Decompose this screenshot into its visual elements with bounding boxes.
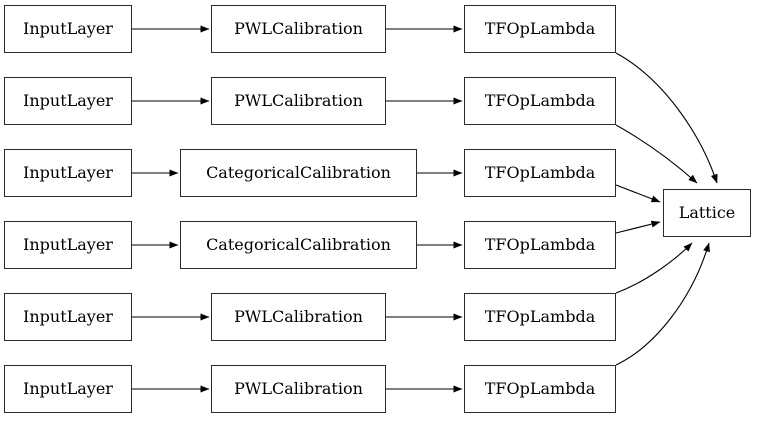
node-label: TFOpLambda — [484, 235, 596, 254]
node-input-layer-4[interactable]: InputLayer — [4, 221, 132, 269]
node-input-layer-2[interactable]: InputLayer — [4, 77, 132, 125]
node-input-layer-3[interactable]: InputLayer — [4, 149, 132, 197]
node-label: PWLCalibration — [234, 19, 363, 38]
node-label: TFOpLambda — [484, 379, 596, 398]
node-lattice[interactable]: Lattice — [663, 189, 751, 237]
node-label: InputLayer — [23, 379, 113, 398]
node-tfoplambda-3[interactable]: TFOpLambda — [464, 149, 616, 197]
node-label: InputLayer — [23, 235, 113, 254]
edge-lambda-2-to-lattice — [615, 124, 698, 184]
node-pwl-calibration-3[interactable]: PWLCalibration — [211, 293, 386, 341]
node-tfoplambda-4[interactable]: TFOpLambda — [464, 221, 616, 269]
node-label: InputLayer — [23, 163, 113, 182]
node-pwl-calibration-1[interactable]: PWLCalibration — [211, 5, 386, 53]
node-pwl-calibration-2[interactable]: PWLCalibration — [211, 77, 386, 125]
node-label: TFOpLambda — [484, 19, 596, 38]
node-label: PWLCalibration — [234, 91, 363, 110]
node-tfoplambda-1[interactable]: TFOpLambda — [464, 5, 616, 53]
node-categorical-calibration-1[interactable]: CategoricalCalibration — [180, 149, 417, 197]
edge-lambda-6-to-lattice — [615, 242, 710, 366]
node-tfoplambda-5[interactable]: TFOpLambda — [464, 293, 616, 341]
node-input-layer-6[interactable]: InputLayer — [4, 365, 132, 413]
edge-lambda-4-to-lattice — [615, 220, 661, 234]
node-label: InputLayer — [23, 307, 113, 326]
edge-lambda-1-to-lattice — [615, 52, 718, 184]
node-label: CategoricalCalibration — [206, 235, 391, 254]
node-label: Lattice — [678, 203, 736, 222]
edge-lambda-5-to-lattice — [615, 242, 693, 294]
node-tfoplambda-2[interactable]: TFOpLambda — [464, 77, 616, 125]
node-categorical-calibration-2[interactable]: CategoricalCalibration — [180, 221, 417, 269]
node-label: TFOpLambda — [484, 163, 596, 182]
node-label: CategoricalCalibration — [206, 163, 391, 182]
node-input-layer-5[interactable]: InputLayer — [4, 293, 132, 341]
node-label: PWLCalibration — [234, 307, 363, 326]
node-pwl-calibration-4[interactable]: PWLCalibration — [211, 365, 386, 413]
node-label: InputLayer — [23, 19, 113, 38]
node-label: TFOpLambda — [484, 91, 596, 110]
node-label: TFOpLambda — [484, 307, 596, 326]
node-tfoplambda-6[interactable]: TFOpLambda — [464, 365, 616, 413]
edge-lambda-3-to-lattice — [615, 184, 661, 203]
node-label: InputLayer — [23, 91, 113, 110]
node-input-layer-1[interactable]: InputLayer — [4, 5, 132, 53]
node-label: PWLCalibration — [234, 379, 363, 398]
